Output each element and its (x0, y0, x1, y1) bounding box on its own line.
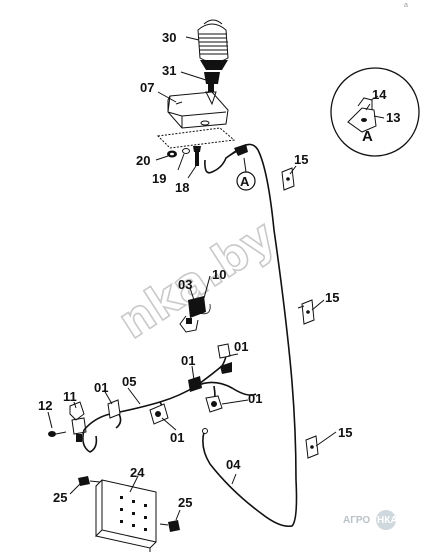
callout-30: 30 (162, 30, 176, 45)
callout-10: 10 (212, 267, 226, 282)
brand-logo: АГРО НКА (343, 510, 398, 530)
callout-15-bottom: 15 (338, 425, 352, 440)
detail-view-label: A (362, 128, 373, 145)
detail-callout-14: 14 (372, 87, 387, 102)
connectors-01 (107, 343, 232, 425)
detail-callout-13: 13 (386, 110, 400, 125)
callout-11: 11 (63, 389, 77, 404)
beacon-lamp (197, 19, 229, 70)
relay-assembly (179, 296, 211, 333)
clip-15-bottom (305, 435, 319, 459)
leader-lines (47, 36, 337, 521)
fasteners-group (167, 146, 201, 166)
callout-31: 31 (162, 63, 176, 78)
main-harness (83, 381, 257, 431)
detail-view-a (330, 67, 420, 157)
clip-15-top (281, 167, 295, 191)
callout-20: 20 (136, 153, 150, 168)
mounting-bracket (156, 91, 236, 149)
callout-01-d: 01 (170, 430, 184, 445)
callout-03: 03 (178, 277, 192, 292)
callout-05: 05 (122, 374, 136, 389)
corner-mark: a (404, 2, 408, 9)
logo-left-text: АГРО (343, 515, 370, 526)
callout-25-right: 25 (178, 495, 192, 510)
logo-right-text: НКА (377, 515, 398, 526)
callout-07: 07 (140, 80, 154, 95)
callout-24: 24 (130, 465, 145, 480)
callout-15-top: 15 (294, 152, 308, 167)
bolt-12 (48, 431, 67, 437)
ref-circle-label: A (240, 174, 250, 189)
clip-15-middle (297, 299, 315, 325)
cable-connector (234, 144, 248, 156)
bolts-25 (78, 476, 180, 532)
callout-01-e: 01 (94, 380, 108, 395)
callout-01-b: 01 (234, 339, 248, 354)
callout-15-middle: 15 (325, 290, 339, 305)
callout-04: 04 (226, 457, 241, 472)
lamp-cable (202, 143, 298, 528)
callout-25-left: 25 (53, 490, 67, 505)
callout-12: 12 (38, 398, 52, 413)
callout-19: 19 (152, 171, 166, 186)
mounting-plate (95, 479, 157, 552)
callout-18: 18 (175, 180, 189, 195)
lamp-mount (204, 72, 220, 106)
callout-01-c: 01 (248, 391, 262, 406)
callout-01-a: 01 (181, 353, 195, 368)
connector-11 (69, 401, 87, 442)
